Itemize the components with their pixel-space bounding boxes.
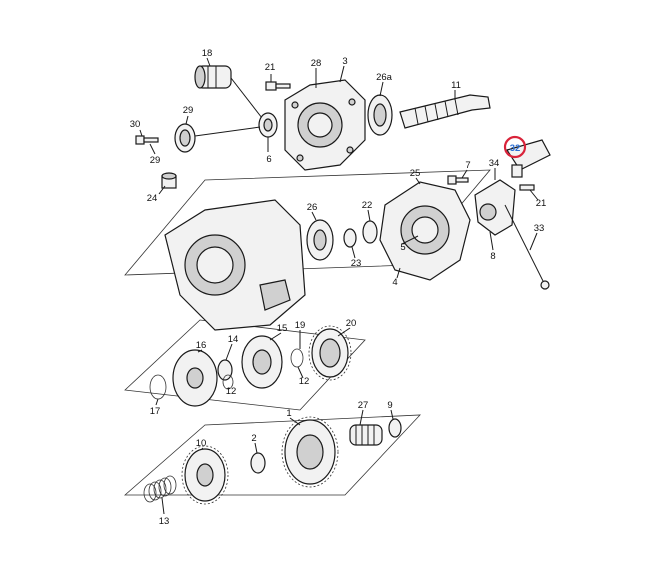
label-24: 24 xyxy=(147,193,158,204)
part-27-needle-bearing[interactable] xyxy=(349,424,383,446)
label-12-right: 12 xyxy=(299,376,310,387)
part-32-sensor[interactable] xyxy=(506,139,551,178)
label-8: 8 xyxy=(490,251,495,262)
label-10: 10 xyxy=(196,438,207,449)
part-18-sleeve[interactable] xyxy=(194,65,232,89)
label-17: 17 xyxy=(150,406,161,417)
part-4-flange-housing[interactable] xyxy=(379,181,471,281)
label-23: 23 xyxy=(351,258,362,269)
part-34-actuator[interactable] xyxy=(474,179,516,236)
part-15-synchronizer[interactable] xyxy=(241,335,283,389)
part-17-circlip[interactable] xyxy=(149,374,167,400)
label-28: 28 xyxy=(311,58,322,69)
label-13: 13 xyxy=(159,516,170,527)
part-22-ring[interactable] xyxy=(362,220,378,244)
group-frame-shaft xyxy=(123,414,421,496)
part-6-ring[interactable] xyxy=(258,112,278,138)
label-29-top: 29 xyxy=(183,105,194,116)
label-6: 6 xyxy=(266,154,271,165)
label-34: 34 xyxy=(489,158,500,169)
label-22: 22 xyxy=(362,200,373,211)
group-frame-housing xyxy=(124,169,491,276)
label-3: 3 xyxy=(342,56,347,67)
part-23-ring[interactable] xyxy=(343,228,357,248)
label-16: 16 xyxy=(196,340,207,351)
label-5: 5 xyxy=(400,242,405,253)
label-11: 11 xyxy=(451,80,461,91)
part-7-screw[interactable] xyxy=(447,175,469,185)
label-26: 26 xyxy=(307,202,318,213)
label-1: 1 xyxy=(286,408,291,419)
label-30: 30 xyxy=(130,119,141,130)
part-12-ring-b[interactable] xyxy=(290,348,304,368)
part-24-plug[interactable] xyxy=(161,172,177,189)
part-33-lever[interactable] xyxy=(504,204,550,290)
group-frame-gears xyxy=(124,319,366,411)
label-7: 7 xyxy=(465,160,470,171)
label-21-top: 21 xyxy=(265,62,276,73)
label-33: 33 xyxy=(534,223,545,234)
label-12-left: 12 xyxy=(226,386,237,397)
label-26a: 26a xyxy=(376,72,393,83)
label-19: 19 xyxy=(295,320,306,331)
label-29-bottom: 29 xyxy=(150,155,161,166)
label-4: 4 xyxy=(392,277,397,288)
label-9: 9 xyxy=(387,400,392,411)
label-14: 14 xyxy=(228,334,239,345)
label-32: 32 xyxy=(510,143,521,154)
label-2: 2 xyxy=(251,433,256,444)
highlight-ring xyxy=(503,135,527,159)
label-18: 18 xyxy=(202,48,213,59)
part-21-screw-right[interactable] xyxy=(519,184,535,191)
part-20-gear[interactable] xyxy=(308,325,352,381)
part-30-screw[interactable] xyxy=(135,135,159,145)
part-16-hub[interactable] xyxy=(172,349,218,407)
label-15: 15 xyxy=(277,323,288,334)
part-13-spring[interactable] xyxy=(143,475,177,503)
part-1-sleeve[interactable] xyxy=(281,416,339,488)
part-main-housing[interactable] xyxy=(164,199,306,331)
part-9-ring[interactable] xyxy=(388,418,402,438)
part-26a-bearing[interactable] xyxy=(367,94,393,136)
part-10-gear[interactable] xyxy=(181,445,229,505)
label-21-right: 21 xyxy=(536,198,547,209)
part-2-ring[interactable] xyxy=(250,452,266,474)
part-21-bolt[interactable] xyxy=(265,81,291,91)
part-3-cover[interactable] xyxy=(284,79,366,171)
label-27: 27 xyxy=(358,400,369,411)
part-11-shaft[interactable] xyxy=(399,94,491,129)
label-20: 20 xyxy=(346,318,357,329)
part-29-seal[interactable] xyxy=(174,123,196,153)
label-25: 25 xyxy=(410,168,421,179)
part-26-bearing[interactable] xyxy=(306,219,334,261)
